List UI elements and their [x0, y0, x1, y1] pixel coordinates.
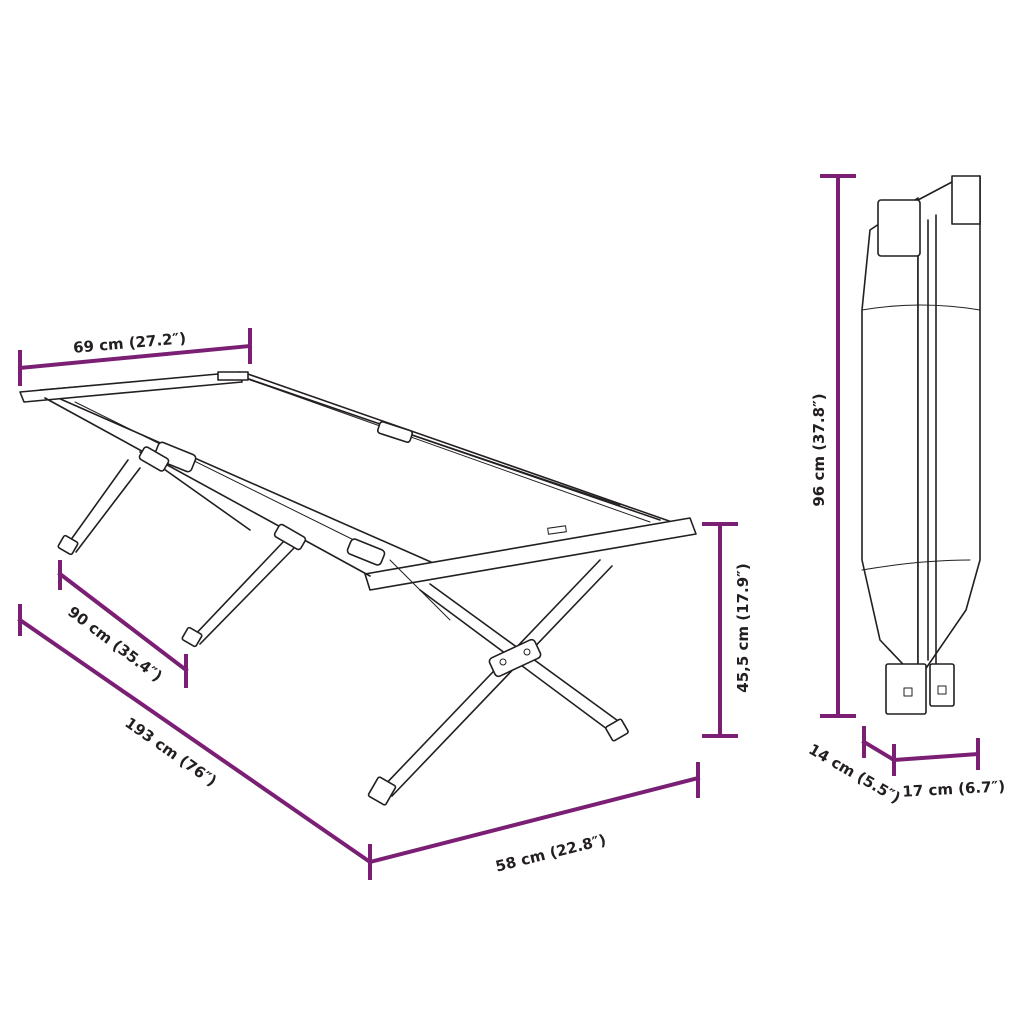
hinge-plate — [488, 638, 542, 678]
foot-cap — [57, 534, 79, 556]
height-label: 45,5 cm (17.9″) — [734, 563, 752, 692]
dimension-folded-height: 96 cm (37.8″) — [810, 174, 856, 718]
folded-hinge — [877, 199, 921, 257]
folded-bag-left — [861, 197, 919, 681]
fabric-strap — [376, 421, 414, 443]
dimension-line — [367, 775, 701, 865]
fabric-strap — [346, 538, 386, 566]
fabric-strap — [217, 371, 249, 381]
leg-front-left-edge — [75, 467, 141, 553]
folded-depth-label: 14 cm (5.5″) — [805, 740, 903, 807]
dimension-folded-depth: 14 cm (5.5″) — [805, 726, 904, 807]
side-rail-back — [239, 375, 661, 521]
hinge-plate — [273, 523, 307, 551]
dimension-line — [861, 739, 897, 763]
leg-back-left-edge — [391, 565, 613, 797]
label-tag — [547, 525, 567, 535]
folded-cot-illustration — [861, 175, 981, 715]
folded-foot — [929, 663, 955, 707]
dimension-line — [57, 571, 189, 673]
dimension-folded-width: 17 cm (6.7″) — [891, 738, 1006, 801]
foot-cap — [605, 718, 629, 742]
bag-seam — [861, 559, 971, 571]
depth-label: 58 cm (22.8″) — [494, 831, 608, 876]
foot-cap — [367, 776, 397, 806]
leg-brace — [389, 559, 451, 621]
hinge-plate — [138, 446, 170, 472]
folded-height-label: 96 cm (37.8″) — [810, 393, 828, 506]
leg-front-left — [64, 459, 129, 549]
rivet — [937, 685, 947, 695]
camping-cot-illustration — [19, 371, 697, 806]
dimension-depth: 58 cm (22.8″) — [367, 762, 701, 876]
dimension-leg-span: 90 cm (35.4″) — [57, 560, 189, 688]
fabric-edge-line — [74, 401, 371, 549]
leg-back-left — [379, 559, 601, 791]
dimension-line — [891, 751, 981, 763]
folded-width-label: 17 cm (6.7″) — [902, 777, 1006, 800]
bag-seam — [861, 304, 981, 311]
rivet — [903, 687, 913, 697]
foot-cap — [181, 626, 203, 648]
side-rail-front — [44, 397, 371, 577]
rivet — [499, 658, 507, 666]
dimension-line — [17, 617, 373, 865]
rivet — [523, 648, 531, 656]
leg-middle-left-edge — [199, 545, 297, 645]
dimension-line — [17, 343, 253, 371]
dimension-height: 45,5 cm (17.9″) — [702, 522, 752, 738]
foot-rail — [364, 517, 697, 591]
fabric-strap — [153, 441, 197, 473]
head-rail — [19, 371, 243, 403]
folded-end-cap — [951, 175, 981, 225]
folded-foot — [885, 663, 927, 715]
leg-middle-left — [189, 539, 286, 641]
